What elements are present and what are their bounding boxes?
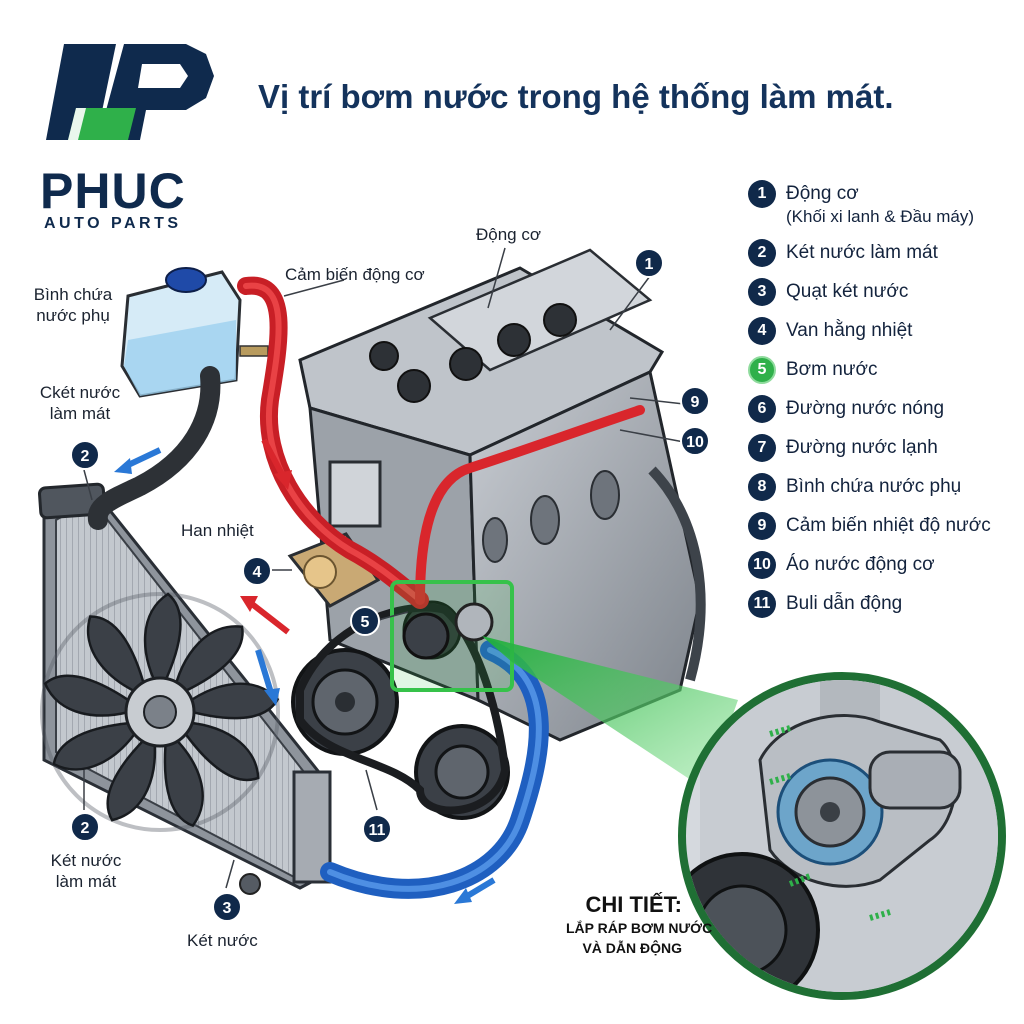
callout-3: 3	[212, 892, 242, 922]
label-radiator-bottom-line2: làm mát	[55, 872, 117, 891]
detail-heading: CHI TIẾT:	[585, 892, 682, 917]
label-reservoir: Bình chứa nước phụ	[22, 284, 124, 326]
legend-item-6: 6 Đường nước nóng	[748, 395, 1018, 434]
legend-number: 4	[748, 317, 776, 345]
drive-pulleys	[291, 600, 510, 820]
callout-9: 9	[680, 386, 710, 416]
legend-label: Quạt két nước	[786, 281, 909, 302]
legend-label: Cảm biến nhiệt độ nước	[786, 515, 991, 536]
brand-logo: PHUC AUTO PARTS	[40, 36, 230, 232]
radiator-fan	[40, 592, 280, 832]
legend-item-1: 1 Động cơ (Khối xi lanh & Đầu máy)	[748, 180, 1018, 239]
legend-number: 10	[748, 551, 776, 579]
parts-legend: 1 Động cơ (Khối xi lanh & Đầu máy) 2 Két…	[748, 180, 1018, 629]
legend-number: 6	[748, 395, 776, 423]
legend-item-5: 5 Bơm nước	[748, 356, 1018, 395]
legend-label: Bình chứa nước phụ	[786, 476, 962, 497]
legend-item-4: 4 Van hằng nhiệt	[748, 317, 1018, 356]
pump-detail-inset	[678, 672, 1006, 1000]
legend-label: Động cơ	[786, 183, 859, 204]
legend-label: Két nước làm mát	[786, 242, 938, 263]
legend-number: 7	[748, 434, 776, 462]
legend-number: 1	[748, 180, 776, 208]
callout-2-bottom: 2	[70, 812, 100, 842]
thermostat	[287, 460, 382, 608]
page-title: Vị trí bơm nước trong hệ thống làm mát.	[258, 78, 894, 115]
water-pump-highlight	[390, 580, 514, 692]
callout-10: 10	[680, 426, 710, 456]
brand-name: PHUC	[40, 163, 186, 219]
detail-line-1: LẮP RÁP BƠM NƯỚC	[566, 920, 713, 936]
callout-11: 11	[362, 814, 392, 844]
label-radiator-bottom-line1: Két nước	[50, 851, 122, 870]
label-radiator-top-line1: Ckét nước	[39, 383, 121, 402]
legend-label: Buli dẫn động	[786, 593, 903, 614]
legend-label: Đường nước lạnh	[786, 437, 938, 458]
legend-label: Bơm nước	[786, 359, 878, 380]
leader-lines	[83, 247, 685, 889]
callout-4: 4	[242, 556, 272, 586]
legend-item-10: 10 Áo nước động cơ	[748, 551, 1018, 590]
callout-1: 1	[634, 248, 664, 278]
legend-number: 2	[748, 239, 776, 267]
legend-number: 8	[748, 473, 776, 501]
detail-caption: CHI TIẾT: LẮP RÁP BƠM NƯỚC VÀ DẪN ĐỘNG	[566, 892, 713, 958]
legend-item-7: 7 Đường nước lạnh	[748, 434, 1018, 473]
legend-number: 3	[748, 278, 776, 306]
legend-sublabel: (Khối xi lanh & Đầu máy)	[786, 207, 975, 226]
brand-subtitle: AUTO PARTS	[44, 215, 182, 232]
callout-2-top: 2	[70, 440, 100, 470]
logo-mark-icon	[46, 44, 214, 140]
legend-number: 9	[748, 512, 776, 540]
legend-number-highlight: 5	[748, 356, 776, 384]
legend-label: Đường nước nóng	[786, 398, 945, 419]
legend-item-9: 9 Cảm biến nhiệt độ nước	[748, 512, 1018, 551]
detail-beam	[482, 636, 738, 790]
label-radiator-top-line2: làm mát	[49, 404, 111, 423]
legend-item-3: 3 Quạt két nước	[748, 278, 1018, 317]
legend-number: 11	[748, 590, 776, 618]
detail-line-2: VÀ DẪN ĐỘNG	[582, 940, 682, 956]
label-engine: Động cơ	[476, 225, 542, 244]
label-radiator-top: Ckét nước làm mát	[28, 382, 132, 424]
flow-arrows	[114, 438, 496, 904]
coolant-reservoir	[120, 267, 269, 398]
callout-5: 5	[350, 606, 380, 636]
label-reservoir-line2: nước phụ	[36, 306, 110, 325]
legend-item-11: 11 Buli dẫn động	[748, 590, 1018, 629]
legend-item-2: 2 Két nước làm mát	[748, 239, 1018, 278]
legend-label: Áo nước động cơ	[786, 554, 935, 575]
label-radiator-bottom: Két nước làm mát	[34, 850, 138, 892]
label-reservoir-line1: Bình chứa	[33, 285, 113, 304]
label-engine-sensor: Cảm biến động cơ	[285, 265, 425, 284]
legend-label: Van hằng nhiệt	[786, 320, 913, 341]
label-thermostat: Han nhiệt	[181, 521, 254, 540]
legend-item-8: 8 Bình chứa nước phụ	[748, 473, 1018, 512]
label-fan: Két nước	[187, 931, 258, 950]
